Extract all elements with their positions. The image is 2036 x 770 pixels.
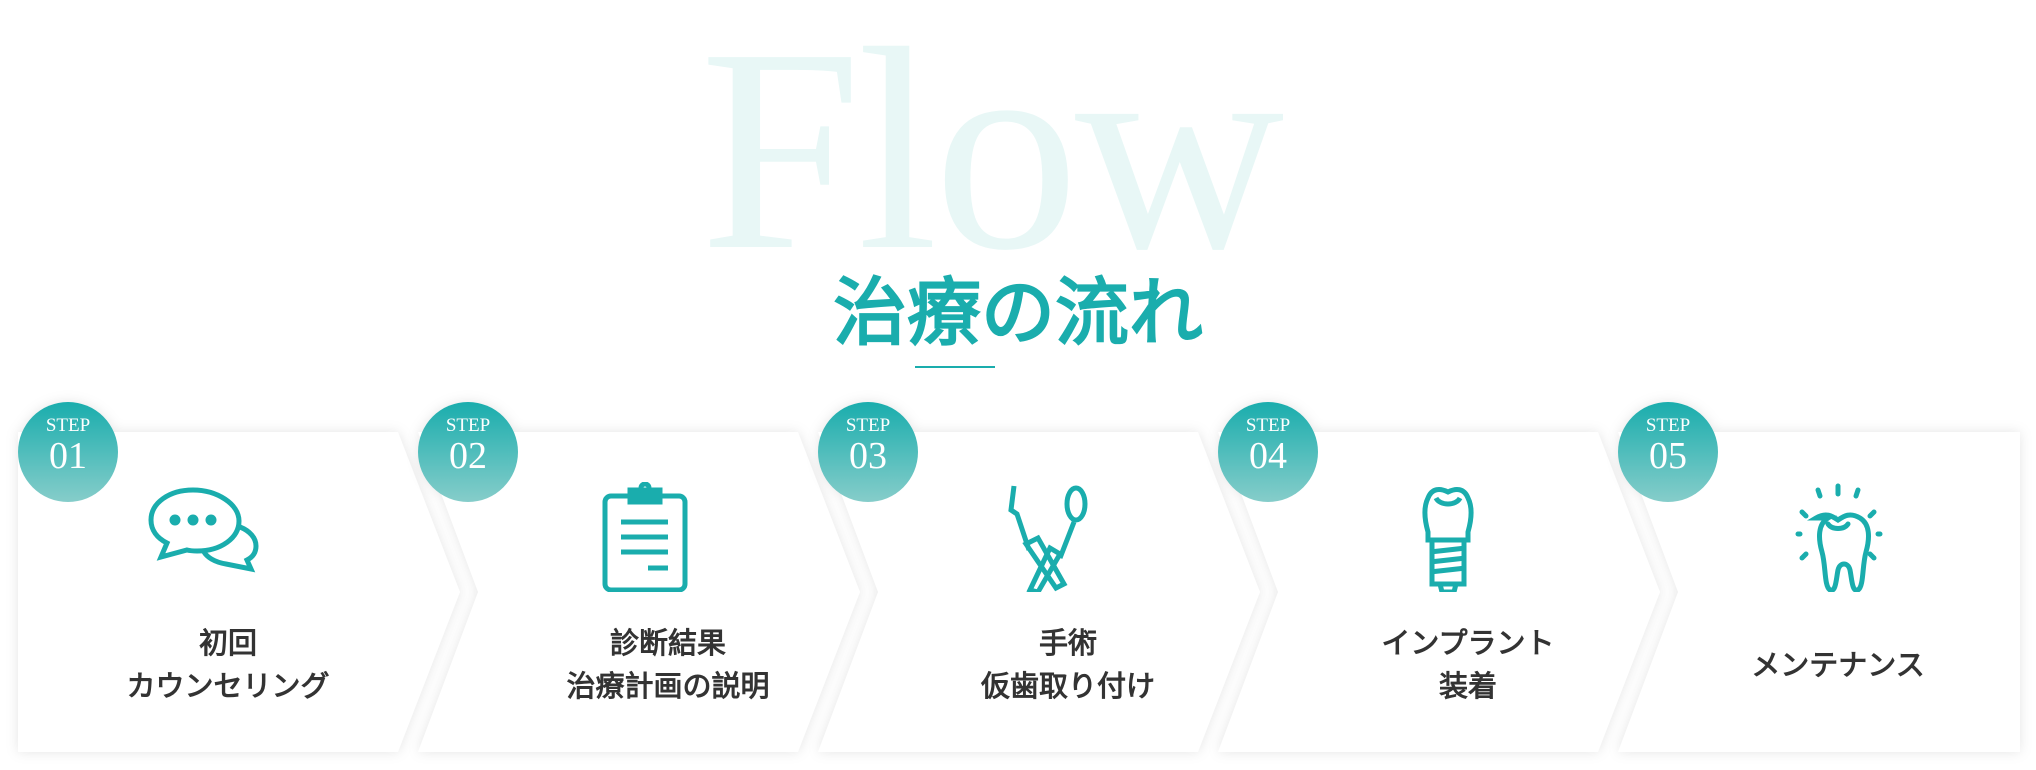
background-word-flow: Flow — [700, 0, 1284, 310]
section-title: 治療の流れ — [833, 270, 1203, 356]
title-divider — [915, 366, 995, 368]
step-label: インプラント装着 — [1381, 626, 1555, 703]
dental-implant-icon — [1388, 482, 1508, 595]
sparkling-tooth-icon — [1778, 482, 1898, 593]
step-label: メンテナンス — [1751, 648, 1925, 682]
chat-bubbles-icon — [148, 482, 268, 592]
clipboard-icon — [588, 481, 708, 593]
dental-tools-icon — [988, 482, 1108, 595]
step-label: 診断結果治療計画の説明 — [566, 626, 770, 703]
step-label: 手術仮歯取り付け — [980, 626, 1155, 703]
step-label: 初回カウンセリング — [126, 626, 330, 703]
